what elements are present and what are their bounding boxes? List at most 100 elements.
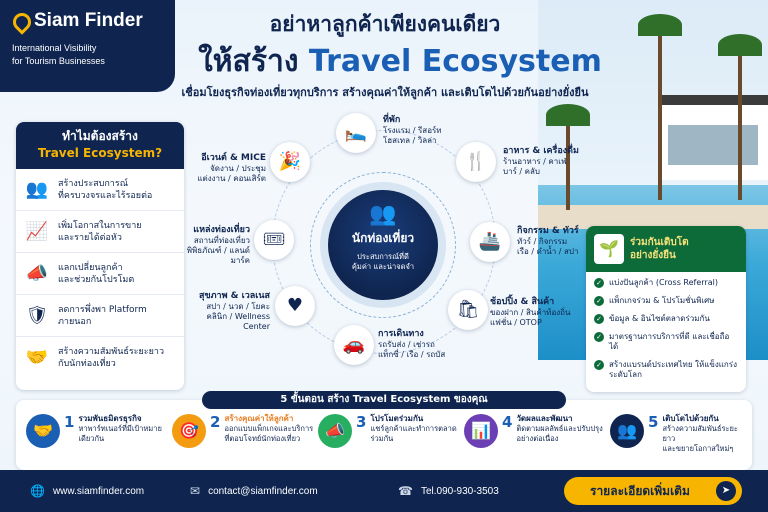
grow-title-2: อย่างยั่งยืน	[630, 250, 676, 261]
check-icon: ✓	[594, 278, 604, 288]
step-detail-2: เดียวกัน	[78, 434, 105, 443]
megaphone-icon: 📣	[25, 262, 49, 284]
grow-panel-header: 🌱 ร่วมกันเติบโตอย่างยั่งยืน	[586, 226, 746, 272]
node-detail-2: คลินิก / Wellness Center	[206, 312, 270, 331]
arrow-right-icon: ➤	[716, 481, 736, 501]
grow-item-text: สร้างแบรนด์ประเทศไทย ให้แข็งแกร่งระดับโล…	[609, 360, 737, 379]
grow-item-text: มาตรฐานการบริการที่ดี และเชื่อถือได้	[609, 332, 730, 351]
step-detail-2: และขยายโอกาสใหม่ๆ	[662, 444, 734, 453]
node-detail-2: เรือ / ดำน้ำ / สปา	[517, 247, 579, 256]
why-item-text: แลกเปลี่ยนลูกค้าและช่วยกันโปรโมต	[58, 262, 134, 286]
more-details-button[interactable]: รายละเอียดเพิ่มเติม ➤	[564, 477, 742, 505]
check-icon: ✓	[594, 296, 604, 306]
grow-title: ร่วมกันเติบโตอย่างยั่งยืน	[630, 236, 689, 262]
footer-email[interactable]: ✉ contact@siamfinder.com	[190, 484, 318, 498]
step-detail-2: ร่วมกัน	[370, 434, 394, 443]
heart-icon: ♥	[275, 286, 315, 326]
grow-item: ✓ แบ่งปันลูกค้า (Cross Referral)	[586, 276, 746, 290]
step-text: รวมพันธมิตรธุรกิจหาพาร์ทเนอร์ที่มีเป้าหม…	[78, 414, 170, 444]
step-1: 🤝 1 รวมพันธมิตรธุรกิจหาพาร์ทเนอร์ที่มีเป…	[26, 414, 170, 460]
step-detail-2: ที่ตอบโจทย์นักท่องเที่ยว	[224, 434, 301, 443]
node-detail-2: แต่งงาน / คอนเสิร์ต	[197, 174, 266, 183]
step-detail-1: แชร์ลูกค้าและทำการตลาด	[370, 424, 457, 433]
step-number: 4	[502, 413, 513, 431]
shield-check-icon: 🛡	[25, 304, 49, 326]
check-icon: ✓	[594, 332, 604, 342]
boat-icon: 🚢	[470, 222, 510, 262]
node-detail-1: สถานที่ท่องเที่ยว	[193, 236, 250, 245]
headline-line-2: ให้สร้าง Travel Ecosystem	[190, 38, 610, 85]
grow-item: ✓ แพ็กเกจร่วม & โปรโมชั่นพิเศษ	[586, 294, 746, 308]
grow-title-1: ร่วมกันเติบโต	[630, 237, 689, 248]
shopping-bag-icon: 🛍	[448, 290, 488, 330]
step-detail-1: หาพาร์ทเนอร์ที่มีเป้าหมาย	[78, 424, 162, 433]
grow-item-text: แพ็กเกจร่วม & โปรโมชั่นพิเศษ	[609, 296, 715, 305]
phone-icon: ☎	[398, 484, 413, 498]
phone-link[interactable]: Tel.090-930-3503	[420, 485, 499, 497]
step-number: 2	[210, 413, 221, 431]
hub-subtitle: ประสบการณ์ที่ดีคุ้มค่า และน่าจดจำ	[328, 252, 438, 272]
step-head: โปรโมตร่วมกัน	[370, 414, 424, 423]
party-popper-icon: 🎉	[270, 142, 310, 182]
car-icon: 🚗	[334, 325, 374, 365]
handshake-icon: 🤝	[25, 347, 49, 368]
why-text-1: สร้างประสบการณ์	[58, 178, 129, 189]
brand-tagline: International Visibility for Tourism Bus…	[12, 42, 163, 68]
email-link[interactable]: contact@siamfinder.com	[208, 485, 318, 497]
why-item: 📣 แลกเปลี่ยนลูกค้าและช่วยกันโปรโมต	[16, 253, 184, 295]
node-food: อาหาร & เครื่องดื่ม ร้านอาหาร / คาเฟ่ บา…	[503, 145, 579, 177]
why-panel: ทำไมต้องสร้าง Travel Ecosystem? 👥 สร้างป…	[16, 122, 184, 390]
tagline-line-2: for Tourism Businesses	[12, 56, 105, 66]
why-title-1: ทำไมต้องสร้าง	[62, 129, 138, 143]
node-title: แหล่งท่องเที่ยว	[193, 225, 250, 235]
grow-item-text: แบ่งปันลูกค้า (Cross Referral)	[609, 278, 718, 287]
step-head: รวมพันธมิตรธุรกิจ	[78, 414, 142, 423]
why-text-2: และรายได้ต่อหัว	[58, 232, 122, 243]
node-title: การเดินทาง	[378, 329, 424, 339]
headline-line-1: อย่าหาลูกค้าเพียงคนเดียว	[269, 12, 501, 36]
grow-item-text: ข้อมูล & อินไซต์ตลาดร่วมกัน	[609, 314, 710, 323]
handshake-icon: 🤝	[26, 414, 60, 448]
node-title: อาหาร & เครื่องดื่ม	[503, 146, 579, 156]
footer-website[interactable]: 🌐 www.siamfinder.com	[30, 484, 144, 498]
step-detail-2: อย่างต่อเนื่อง	[516, 434, 559, 443]
node-detail-2: พิพิธภัณฑ์ / แลนด์มาร์ค	[186, 246, 250, 265]
why-item-text: สร้างประสบการณ์ที่ครบวงจรและไร้รอยต่อ	[58, 178, 152, 202]
node-event: อีเวนต์ & MICE จัดงาน / ประชุม แต่งงาน /…	[196, 152, 266, 184]
node-detail-2: แท็กซี่ / เรือ / รถบัส	[378, 350, 446, 359]
step-detail-1: ติดตามผลลัพธ์และปรับปรุง	[516, 424, 603, 433]
step-detail-1: ออกแบบแพ็กเกจและบริการ	[224, 424, 314, 433]
villa	[658, 95, 768, 180]
why-panel-header: ทำไมต้องสร้าง Travel Ecosystem?	[16, 122, 184, 169]
check-icon: ✓	[594, 314, 604, 324]
node-place: แหล่งท่องเที่ยว สถานที่ท่องเที่ยว พิพิธภ…	[180, 224, 250, 266]
step-number: 1	[64, 413, 75, 431]
plant-icon: 🌱	[594, 234, 624, 264]
why-item-text: เพิ่มโอกาสในการขายและรายได้ต่อหัว	[58, 220, 142, 244]
step-head: เติบโตไปด้วยกัน	[662, 414, 719, 423]
chart-up-icon: 📈	[25, 220, 49, 242]
footer-phone[interactable]: ☎ Tel.090-930-3503	[398, 484, 499, 498]
node-detail-1: ทัวร์ / กิจกรรม	[517, 237, 568, 246]
why-title-2: Travel Ecosystem?	[37, 146, 163, 160]
step-head: วัดผลและพัฒนา	[516, 414, 573, 423]
hub-title: นักท่องเที่ยว	[351, 231, 415, 245]
headline-accent: Travel Ecosystem	[308, 44, 602, 79]
step-number: 5	[648, 413, 659, 431]
tourist-hub: 👥 นักท่องเที่ยว ประสบการณ์ที่ดีคุ้มค่า แ…	[328, 190, 438, 300]
brand-block: Siam Finder International Visibility for…	[0, 0, 175, 92]
node-title: สุขภาพ & เวลเนส	[198, 291, 270, 301]
node-detail-1: สปา / นวด / โยคะ	[206, 302, 270, 311]
hub-sub-1: ประสบการณ์ที่ดี	[357, 252, 409, 261]
group-icon: 👥	[25, 178, 49, 200]
ticket-icon: 🎟	[254, 220, 294, 260]
step-5: 👥 5 เติบโตไปด้วยกันสร้างความสัมพันธ์ระยะ…	[610, 414, 750, 460]
node-shop: ช้อปปิ้ง & สินค้า ของฝาก / สินค้าท้องถิ่…	[490, 296, 570, 328]
website-link[interactable]: www.siamfinder.com	[52, 485, 145, 497]
brand-name: Siam Finder	[34, 10, 143, 31]
step-text: โปรโมตร่วมกันแชร์ลูกค้าและทำการตลาดร่วมก…	[370, 414, 462, 444]
step-text: สร้างคุณค่าให้ลูกค้าออกแบบแพ็กเกจและบริก…	[224, 414, 316, 444]
node-activity: กิจกรรม & ทัวร์ ทัวร์ / กิจกรรม เรือ / ด…	[517, 225, 579, 257]
megaphone-icon: 📣	[318, 414, 352, 448]
